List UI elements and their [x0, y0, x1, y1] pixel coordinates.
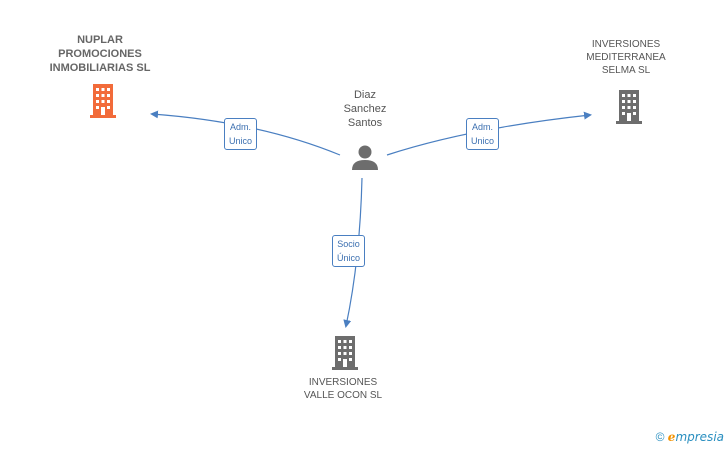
brand-name: mpresia — [675, 430, 724, 444]
edge-label-mediterranea: Adm. Unico — [466, 118, 500, 150]
building-icon[interactable] — [88, 84, 118, 118]
edge-label-valle: Socio Único — [332, 235, 366, 267]
company-label-nuplar[interactable]: NUPLAR PROMOCIONES INMOBILIARIAS SL — [49, 34, 151, 74]
person-label[interactable]: Diaz Sanchez Santos — [343, 89, 387, 129]
building-icon[interactable] — [616, 90, 642, 124]
empresia-logo[interactable]: © empresia — [656, 430, 724, 444]
company-label-mediterranea[interactable]: INVERSIONES MEDITERRANEA SELMA SL — [586, 39, 666, 76]
brand-initial: e — [667, 430, 676, 444]
person-icon[interactable] — [352, 145, 378, 171]
company-label-valle[interactable]: INVERSIONES VALLE OCON SL — [303, 377, 383, 401]
edge-label-nuplar: Adm. Unico — [224, 118, 258, 150]
building-icon[interactable] — [332, 336, 358, 370]
copyright-symbol: © — [655, 430, 665, 444]
